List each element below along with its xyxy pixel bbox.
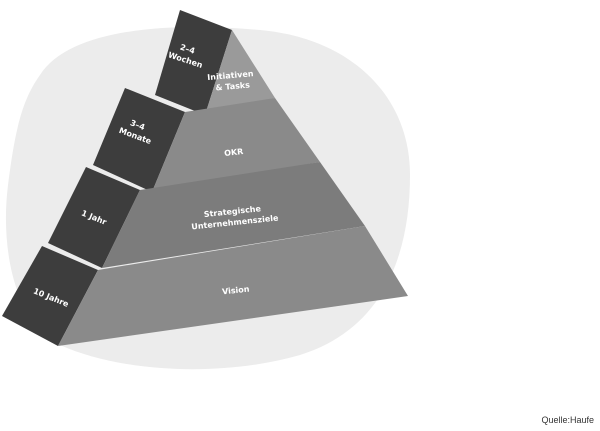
tier-4-side-face	[2, 246, 98, 346]
tier-4-front-face	[58, 226, 408, 346]
tier-2-side-face	[93, 88, 185, 192]
tier-1-side-face	[155, 10, 232, 115]
tier-4-name: Vision	[222, 285, 251, 297]
tier-1-front-face	[205, 30, 275, 115]
tier-3-front-face	[102, 162, 365, 268]
tier-3-side-face	[48, 167, 140, 268]
source-caption: Quelle:Haufe	[541, 415, 594, 425]
tier-2-name: OKR	[224, 147, 244, 158]
tier-2-front-face	[152, 98, 320, 192]
tier-1-name: Initiativen & Tasks	[207, 69, 258, 93]
